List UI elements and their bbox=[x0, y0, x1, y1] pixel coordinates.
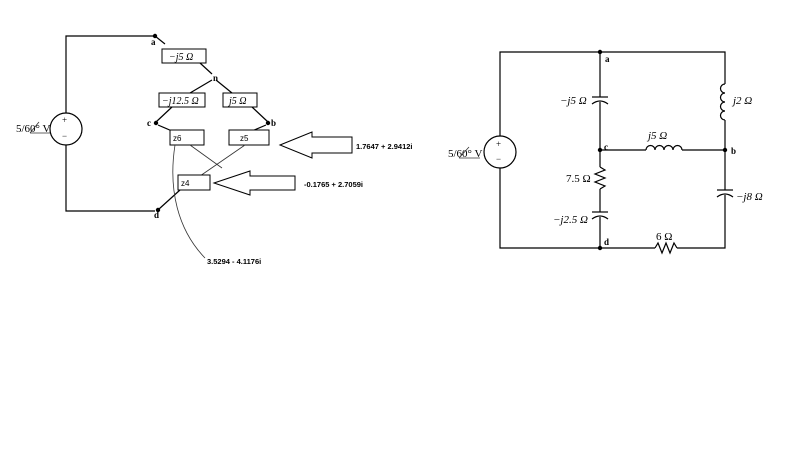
right-node-d: d bbox=[604, 237, 609, 247]
right-node-d-dot bbox=[597, 245, 603, 251]
right-node-c: c bbox=[604, 142, 608, 152]
left-wire-top bbox=[65, 35, 166, 113]
right-resistor-bottom bbox=[654, 241, 678, 255]
left-impedance-rightmid-label: j5 Ω bbox=[227, 96, 247, 107]
left-node-c-dot bbox=[153, 120, 159, 126]
left-node-a: a bbox=[151, 37, 156, 47]
right-wire-bottom-left bbox=[499, 168, 655, 249]
left-node-d-dot bbox=[155, 207, 161, 213]
right-node-a: a bbox=[605, 54, 610, 64]
left-voltage-source: + − bbox=[49, 112, 83, 146]
left-z6-label: z6 bbox=[173, 134, 182, 143]
right-node-b: b bbox=[731, 146, 736, 156]
left-wire-n-right bbox=[215, 79, 233, 94]
left-impedance-top-label: −j5 Ω bbox=[169, 52, 193, 63]
left-impedance-leftmid-label: −j12.5 Ω bbox=[162, 96, 199, 107]
left-z4-value: -0.1765 + 2.7059i bbox=[304, 180, 363, 189]
left-impedance-leftmid-box bbox=[158, 92, 206, 108]
right-res-mid-label: 7.5 Ω bbox=[566, 173, 591, 185]
left-wire-z4-d bbox=[158, 189, 181, 210]
left-node-n: n bbox=[213, 73, 218, 83]
left-z4-label: z4 bbox=[181, 179, 190, 188]
left-circuit: + − 5/60° V a −j5 Ω n −j12.5 Ω j5 Ω c b bbox=[16, 33, 413, 266]
left-z5-label: z5 bbox=[240, 134, 249, 143]
right-ind-right-label: j2 Ω bbox=[731, 95, 752, 107]
left-node-c: c bbox=[147, 118, 151, 128]
left-wire-n-left bbox=[189, 79, 213, 94]
left-z6-value: 3.5294 - 4.1176i bbox=[207, 257, 261, 266]
left-wire-top-n bbox=[199, 62, 213, 75]
right-inductor-right bbox=[719, 83, 726, 121]
right-cap-bottom-label: −j2.5 Ω bbox=[553, 214, 588, 226]
left-wire-bottom bbox=[65, 145, 155, 212]
right-cap-top-label: −j5 Ω bbox=[560, 95, 587, 107]
right-cap-right-label: −j8 Ω bbox=[736, 191, 763, 203]
left-impedance-rightmid-box bbox=[222, 92, 258, 108]
right-source-minus: − bbox=[496, 154, 501, 164]
right-wire-bottom-right bbox=[677, 202, 726, 249]
left-node-b-dot bbox=[265, 120, 271, 126]
right-source-plus: + bbox=[496, 139, 501, 149]
left-angle-mark bbox=[29, 121, 40, 134]
left-z5-arrow bbox=[278, 131, 353, 159]
left-z5-box bbox=[228, 129, 270, 146]
left-node-b: b bbox=[271, 118, 276, 128]
left-source-plus: + bbox=[62, 115, 67, 125]
right-capacitor-top bbox=[591, 96, 609, 105]
left-wire-to-c bbox=[155, 106, 173, 123]
left-wire-to-b bbox=[251, 106, 269, 123]
left-source-minus: − bbox=[62, 131, 67, 141]
left-z6-box bbox=[169, 129, 205, 146]
left-wire-z5-z4 bbox=[199, 144, 246, 177]
left-z4-box bbox=[177, 174, 211, 191]
right-capacitor-right bbox=[716, 189, 734, 198]
left-node-a-dot bbox=[152, 33, 158, 39]
right-inductor-mid bbox=[645, 144, 683, 151]
right-voltage-source: + − bbox=[483, 135, 517, 169]
right-res-bottom-label: 6 Ω bbox=[656, 231, 672, 243]
right-circuit: + − 5/60° V a −j5 Ω c 7.5 Ω −j2.5 Ω d bbox=[448, 49, 763, 255]
right-source-label: 5/60° V bbox=[448, 148, 483, 160]
left-z5-value: 1.7647 + 2.9412i bbox=[356, 142, 413, 151]
right-ind-mid-label: j5 Ω bbox=[646, 130, 667, 142]
left-z6-leader bbox=[172, 144, 206, 259]
right-wire-top bbox=[499, 51, 726, 136]
left-node-d: d bbox=[154, 210, 159, 220]
left-impedance-top-box bbox=[161, 48, 207, 64]
right-angle-mark bbox=[458, 146, 470, 159]
right-capacitor-bottom bbox=[591, 211, 609, 220]
left-z4-arrow bbox=[212, 170, 296, 196]
right-resistor-mid bbox=[593, 166, 607, 190]
